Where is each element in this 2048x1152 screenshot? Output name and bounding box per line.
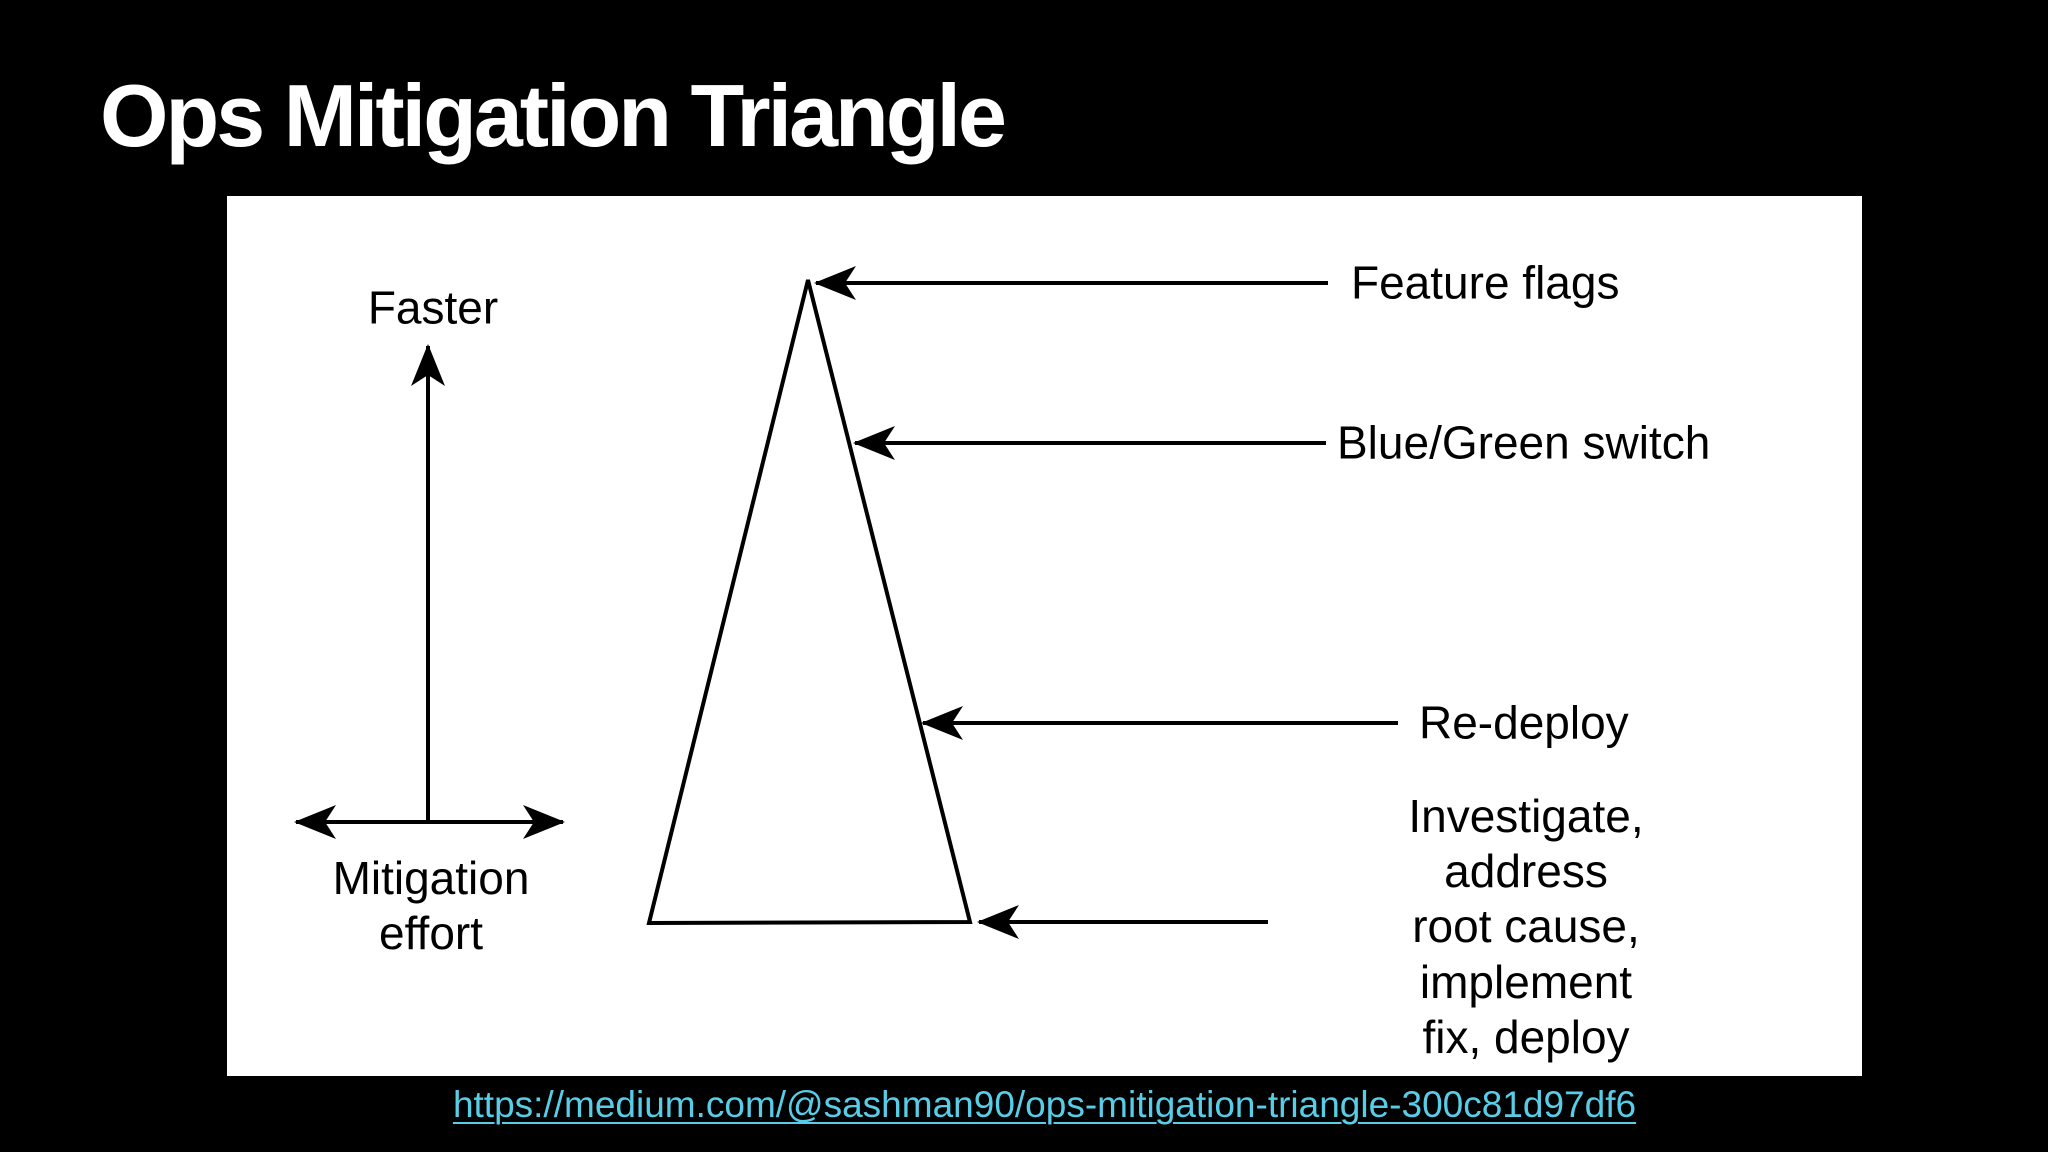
- triangle-shape: [646, 279, 973, 926]
- mitigation-effort-axis-label: Mitigation effort: [332, 851, 530, 959]
- re-deploy-label: Re-deploy: [1419, 696, 1629, 749]
- diagram-panel: Faster Mitigation effort Feature flags B…: [227, 196, 1862, 1076]
- slide-title: Ops Mitigation Triangle: [100, 66, 1007, 165]
- blue-green-switch-label: Blue/Green switch: [1337, 416, 1711, 469]
- source-link[interactable]: https://medium.com/@sashman90/ops-mitiga…: [452, 1084, 1637, 1125]
- feature-flags-label: Feature flags: [1351, 256, 1620, 309]
- mitigation-triangle-figure: [294, 266, 1398, 939]
- investigate-label: Investigate, address root cause, impleme…: [1408, 790, 1644, 1063]
- faster-axis-label: Faster: [367, 281, 499, 334]
